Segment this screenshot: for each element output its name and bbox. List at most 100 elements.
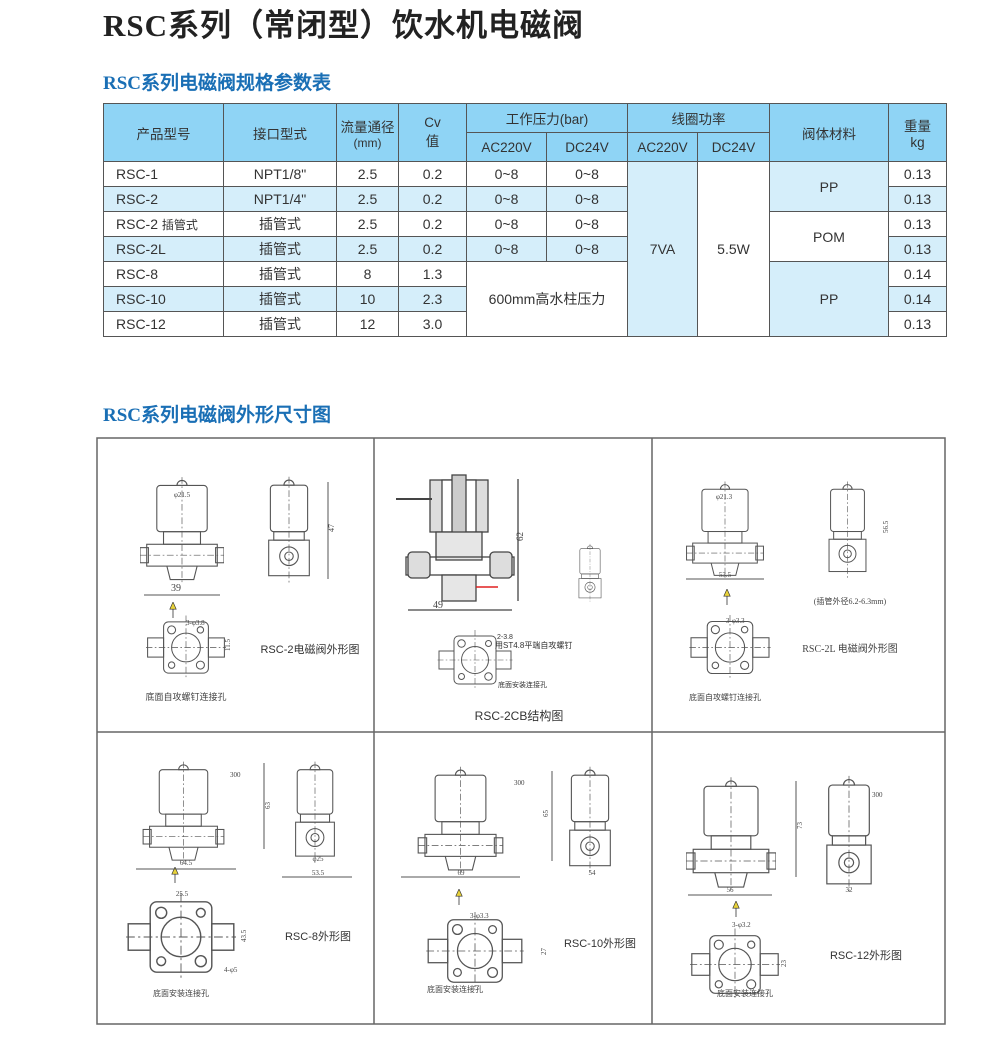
- svg-text:64.5: 64.5: [180, 859, 193, 867]
- cell-pressure-dc: 0~8: [546, 236, 628, 262]
- cell-material: POM: [769, 211, 889, 262]
- svg-text:用ST4.8平端自攻螺钉: 用ST4.8平端自攻螺钉: [495, 640, 572, 650]
- header-flow: 流量通径(mm): [336, 103, 399, 162]
- front-view-drawing: [417, 765, 504, 875]
- cell-port: 插管式: [223, 311, 337, 337]
- svg-text:27: 27: [540, 948, 548, 956]
- svg-text:62: 62: [515, 532, 525, 541]
- cell-weight: 0.13: [888, 161, 947, 187]
- svg-text:2-3.8: 2-3.8: [497, 634, 513, 641]
- cell-weight: 0.13: [888, 186, 947, 212]
- panel-caption: RSC-10外形图: [564, 937, 636, 950]
- cell-port: 插管式: [223, 211, 337, 237]
- dimension-drawings: 39 φ21.5 47 3-φ3.8 11.5 RSC-2电磁阀外形图 底面自攻…: [96, 437, 946, 1025]
- svg-text:3-φ3.3: 3-φ3.3: [726, 617, 745, 625]
- page-title: RSC系列（常闭型）饮水机电磁阀: [103, 8, 585, 43]
- drawing-heading: RSC系列电磁阀外形尺寸图: [103, 405, 332, 426]
- cell-flow: 2.5: [336, 186, 399, 212]
- cell-pressure-ac: 0~8: [466, 186, 547, 212]
- cell-cv: 1.3: [398, 261, 467, 287]
- side-view-drawing: [267, 475, 311, 585]
- panel-caption: RSC-2L 电磁阀外形图: [802, 642, 897, 655]
- front-view-drawing: [686, 776, 776, 892]
- up-arrow-icon: [723, 589, 731, 605]
- cell-power-dc: 5.5W: [697, 161, 770, 337]
- cell-pressure-dc: 0~8: [546, 161, 628, 187]
- side-view-drawing: [828, 480, 867, 580]
- svg-text:300: 300: [514, 779, 525, 787]
- table-row: RSC-2L 插管式 2.5 0.2 0~8 0~8 0.13: [103, 236, 947, 262]
- table-row: RSC-8 插管式 8 1.3 600mm高水柱压力 PP 0.14: [103, 261, 947, 337]
- header-pressure: 工作压力(bar): [466, 103, 628, 133]
- cutaway-drawing: [396, 474, 519, 611]
- cell-port: 插管式: [223, 236, 337, 262]
- cell-port: 插管式: [223, 261, 337, 287]
- cell-flow: 2.5: [336, 161, 399, 187]
- cell-flow: 10: [336, 286, 399, 312]
- cell-model: RSC-2 插管式: [103, 211, 224, 237]
- svg-text:43.5: 43.5: [240, 929, 248, 942]
- cell-weight: 0.13: [888, 211, 947, 237]
- svg-text:4-φ5: 4-φ5: [224, 966, 238, 974]
- panel-rsc-12: 56 32 300 73 3-φ3.2 23 RSC-12外形图 底面安装连接孔: [686, 775, 902, 1002]
- svg-text:47: 47: [327, 524, 336, 532]
- cell-cv: 0.2: [398, 236, 467, 262]
- header-pressure-ac: AC220V: [466, 132, 547, 162]
- cell-cv: 0.2: [398, 161, 467, 187]
- svg-text:23: 23: [780, 960, 788, 968]
- svg-text:3-φ3.3: 3-φ3.3: [470, 912, 489, 920]
- bottom-view-drawing: [425, 912, 525, 990]
- up-arrow-icon: [732, 901, 740, 917]
- side-view-drawing: [569, 766, 611, 874]
- table-row: RSC-2 NPT1/4" 2.5 0.2 0~8 0~8 0.13: [103, 186, 947, 212]
- table-row: RSC-1 NPT1/8" 2.5 0.2 0~8 0~8 7VA 5.5W P…: [103, 161, 947, 337]
- side-view-drawing: [826, 775, 872, 893]
- cell-pressure-dc: 0~8: [546, 211, 628, 237]
- up-arrow-icon: [169, 602, 177, 618]
- panel-rsc-2l: 53.5 φ21.3 56.5 3-φ3.3 (插管外径6.2-6.3mm) R…: [685, 480, 898, 702]
- cell-pressure-ac: 0~8: [466, 211, 547, 237]
- svg-text:56.5: 56.5: [882, 520, 890, 533]
- cell-port: 插管式: [223, 286, 337, 312]
- svg-text:39: 39: [171, 583, 181, 594]
- cell-pressure-dc: 0~8: [546, 186, 628, 212]
- cell-cv: 0.2: [398, 186, 467, 212]
- svg-text:底面安装连接孔: 底面安装连接孔: [427, 984, 483, 994]
- svg-text:3-φ3.8: 3-φ3.8: [186, 619, 205, 627]
- cell-weight: 0.14: [888, 286, 947, 312]
- cell-model: RSC-10: [103, 286, 224, 312]
- svg-text:300: 300: [872, 791, 883, 799]
- svg-text:3-φ3.2: 3-φ3.2: [732, 921, 751, 929]
- svg-text:54: 54: [589, 869, 597, 877]
- header-power-ac: AC220V: [627, 132, 698, 162]
- cell-material: PP: [769, 261, 889, 337]
- svg-text:底面自攻螺钉连接孔: 底面自攻螺钉连接孔: [145, 691, 226, 702]
- up-arrow-icon: [455, 889, 463, 905]
- panel-caption: RSC-8外形图: [285, 930, 351, 943]
- header-material: 阀体材料: [769, 103, 889, 162]
- cell-flow: 2.5: [336, 211, 399, 237]
- header-coil-power: 线圈功率: [627, 103, 770, 133]
- header-model: 产品型号: [103, 103, 224, 162]
- panel-caption: RSC-2CB结构图: [475, 708, 564, 723]
- panel-rsc-8: 64.5 53.5 300 63 φ25 25.5 43.5 4-φ5 RSC-…: [126, 760, 352, 998]
- cell-cv: 0.2: [398, 211, 467, 237]
- svg-text:11.5: 11.5: [224, 639, 232, 651]
- header-power-dc: DC24V: [697, 132, 770, 162]
- svg-text:32: 32: [846, 886, 854, 894]
- svg-text:底面安装连接孔: 底面安装连接孔: [717, 988, 773, 998]
- svg-text:φ21.5: φ21.5: [174, 491, 191, 499]
- cell-material: PP: [769, 161, 889, 212]
- cell-model: RSC-2L: [103, 236, 224, 262]
- cell-low-pressure: 600mm高水柱压力: [466, 261, 628, 337]
- panel-rsc-2cb: 49 62 2-3.8 用ST4.8平端自攻螺钉 底面安装连接孔 RSC-2CB…: [396, 474, 602, 723]
- svg-text:53.5: 53.5: [312, 869, 325, 877]
- table-row: RSC-10 插管式 10 2.3 0.14: [103, 286, 947, 312]
- svg-text:69: 69: [458, 869, 466, 877]
- svg-text:65: 65: [542, 810, 550, 818]
- spec-table-heading: RSC系列电磁阀规格参数表: [103, 73, 332, 94]
- panel-caption: RSC-2电磁阀外形图: [260, 642, 359, 656]
- svg-text:56: 56: [727, 886, 735, 894]
